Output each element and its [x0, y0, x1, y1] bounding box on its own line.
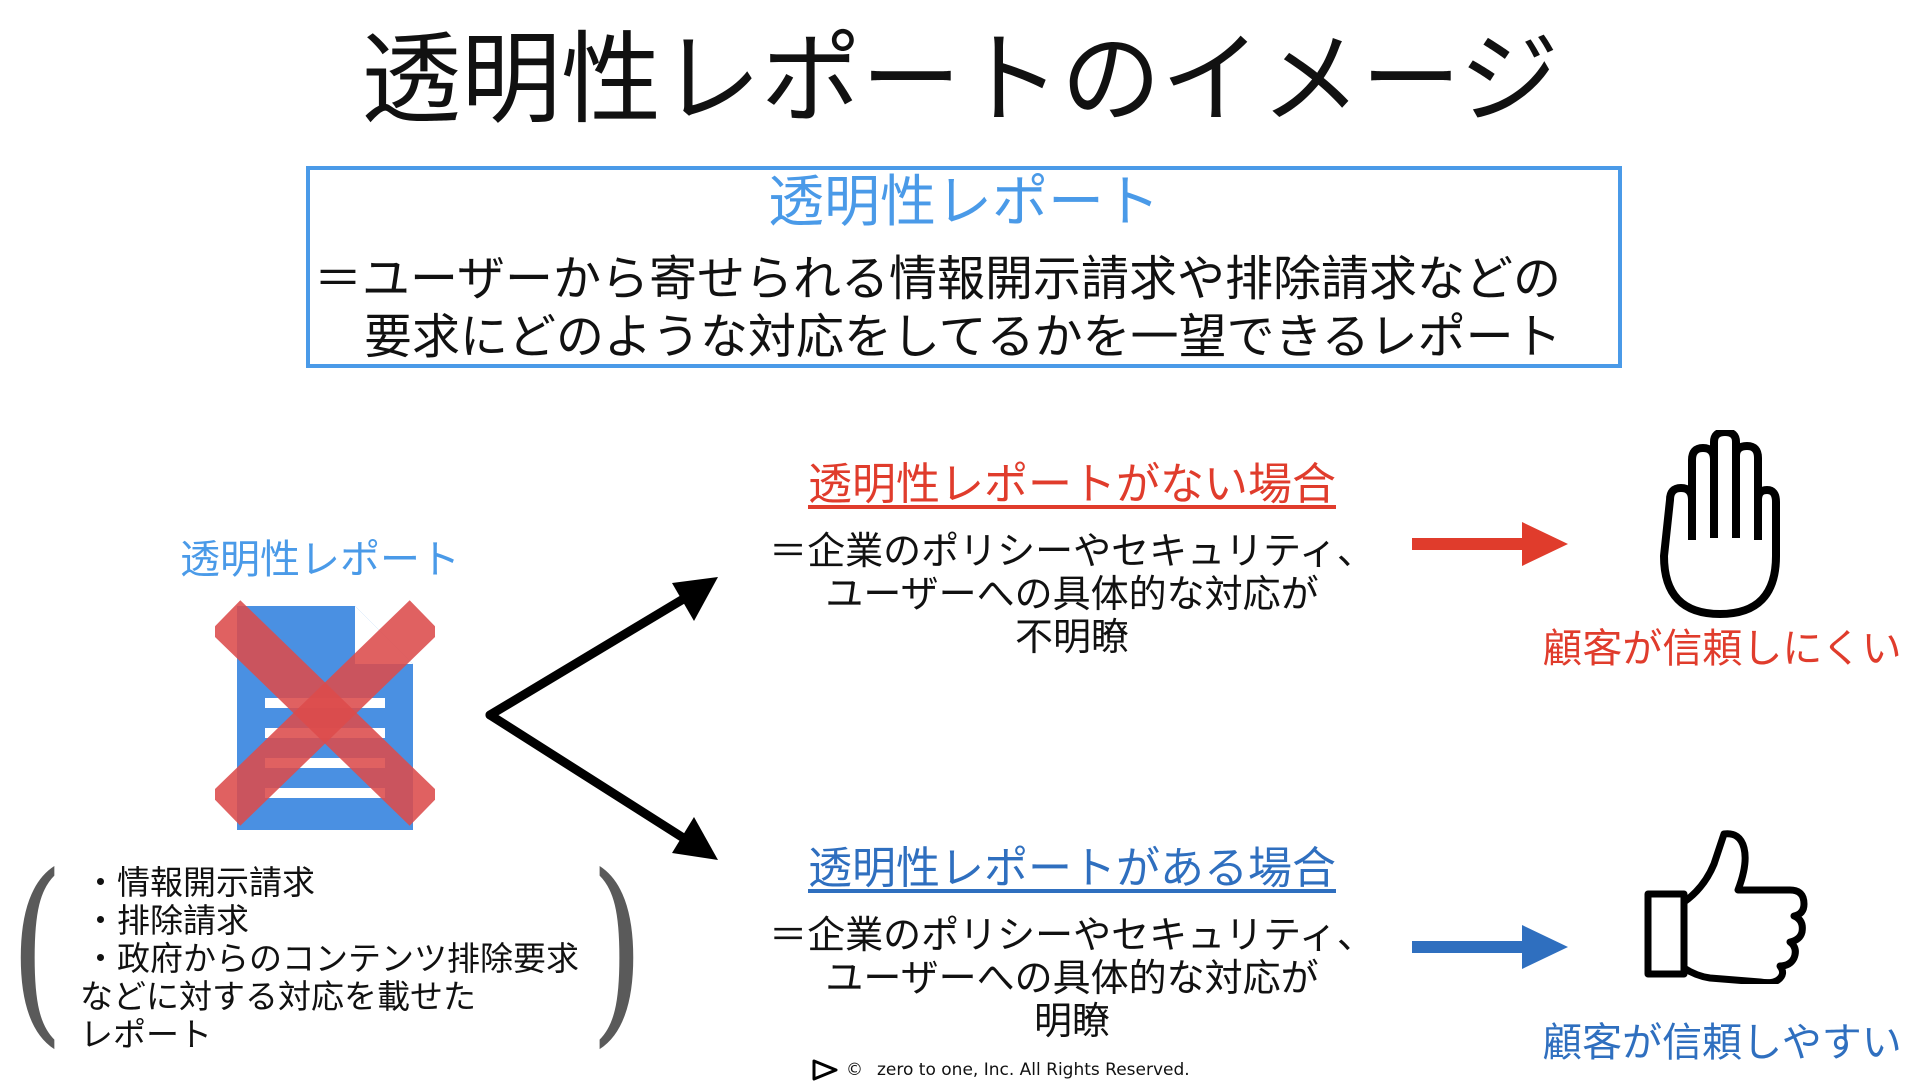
bracket-note-line: ・政府からのコンテンツ排除要求: [84, 939, 579, 978]
play-logo-icon: [812, 1059, 838, 1081]
document-crossed-out-icon: [215, 600, 435, 830]
right-parenthesis: ): [589, 833, 645, 1066]
definition-line-1: ＝ユーザーから寄せられる情報開示請求や排除請求などの: [314, 251, 1562, 307]
left-parenthesis: (: [9, 833, 65, 1066]
definition-line-2: 要求にどのような対応をしてるかを一望できるレポート: [364, 309, 1562, 365]
definition-heading: 透明性レポート: [768, 170, 1160, 235]
document-label: 透明性レポート: [180, 537, 460, 583]
result-easy-to-trust: 顧客が信頼しやすい: [1542, 1020, 1902, 1066]
page-title: 透明性レポートのイメージ: [361, 21, 1559, 138]
bracket-note-line: などに対する対応を載せた: [80, 977, 476, 1016]
bracket-note-line: ・排除請求: [84, 901, 249, 940]
thumbs-up-icon: [1644, 830, 1808, 984]
footer-text: zero to one, Inc. All Rights Reserved.: [877, 1060, 1190, 1080]
copyright-symbol: ©: [846, 1060, 863, 1080]
case-with-description: ＝企業のポリシーやセキュリティ、 ユーザーへの具体的な対応が 明瞭: [672, 914, 1472, 1043]
case-without-desc-line: 不明瞭: [1014, 615, 1129, 659]
result-hard-to-trust: 顧客が信頼しにくい: [1542, 626, 1902, 672]
case-without-heading: 透明性レポートがない場合: [808, 459, 1336, 510]
bracket-note: ・情報開示請求 ・排除請求 ・政府からのコンテンツ排除要求 などに対する対応を載…: [80, 864, 579, 1054]
case-with-desc-line: ＝企業のポリシーやセキュリティ、: [769, 913, 1375, 957]
case-with-heading: 透明性レポートがある場合: [808, 843, 1336, 894]
blue-arrow-icon: [1412, 925, 1568, 969]
case-with-desc-line: 明瞭: [1033, 999, 1110, 1043]
red-arrow-icon: [1412, 522, 1568, 566]
case-without-desc-line: ユーザーへの具体的な対応が: [825, 572, 1319, 616]
branch-arrows: [485, 577, 718, 860]
stop-hand-icon: [1660, 430, 1780, 618]
case-without-description: ＝企業のポリシーやセキュリティ、 ユーザーへの具体的な対応が 不明瞭: [672, 530, 1472, 659]
bracket-note-line: ・情報開示請求: [84, 863, 315, 902]
bracket-note-line: レポート: [80, 1015, 212, 1054]
case-without-desc-line: ＝企業のポリシーやセキュリティ、: [769, 529, 1375, 573]
footer: © zero to one, Inc. All Rights Reserved.: [812, 1058, 1190, 1082]
case-with-desc-line: ユーザーへの具体的な対応が: [825, 956, 1319, 1000]
definition-box: [306, 166, 1622, 368]
